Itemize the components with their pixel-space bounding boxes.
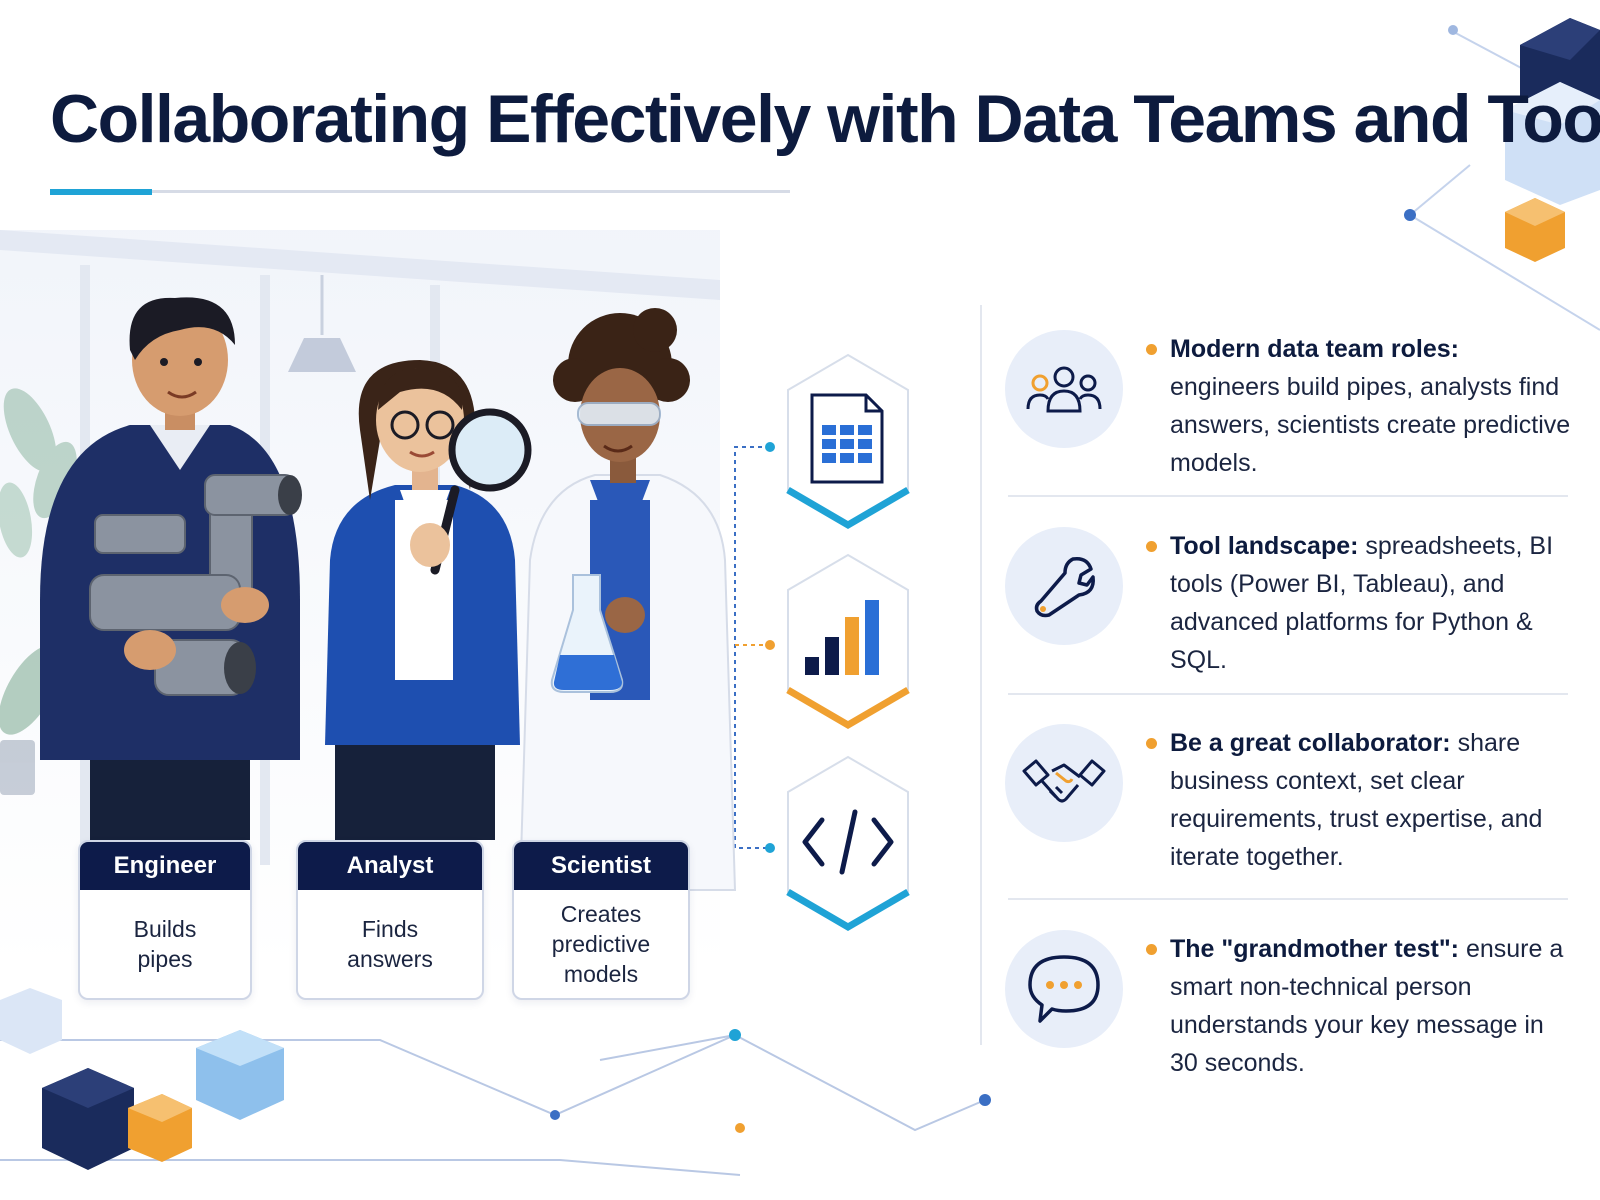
wrench-icon-badge <box>1005 527 1123 645</box>
point-body: engineers build pipes, analysts find ans… <box>1170 373 1571 477</box>
point-separator <box>1008 898 1568 900</box>
point-text: Modern data team roles: engineers build … <box>1146 330 1575 482</box>
role-name: Scientist <box>514 842 688 890</box>
analyst-figure <box>325 360 532 840</box>
point-text: The "grandmother test": ensure a smart n… <box>1146 930 1575 1082</box>
speech-bubble-icon <box>1028 955 1100 1023</box>
scientist-figure <box>518 308 737 891</box>
bullet-dot <box>1146 944 1157 955</box>
team-icon <box>1026 366 1102 413</box>
role-desc: Creates predictive models <box>551 901 651 987</box>
speech-bubble-icon-badge <box>1005 930 1123 1048</box>
handshake-icon-badge <box>1005 724 1123 842</box>
team-icon-badge <box>1005 330 1123 448</box>
engineer-figure <box>40 297 302 840</box>
page-title: Collaborating Effectively with Data Team… <box>50 81 1600 157</box>
floor-cubes <box>0 988 284 1170</box>
point-text: Be a great collaborator: share business … <box>1146 724 1575 876</box>
point-body: ensure a smart non-technical person unde… <box>1170 935 1564 1077</box>
role-card-scientist: Scientist Creates predictive models <box>512 840 690 1000</box>
bullet-dot <box>1146 738 1157 749</box>
role-desc: Builds pipes <box>133 916 197 972</box>
point-separator <box>1008 693 1568 695</box>
point-text: Tool landscape: spreadsheets, BI tools (… <box>1146 527 1575 679</box>
point-label: Tool landscape: <box>1170 532 1366 560</box>
point-separator <box>1008 495 1568 497</box>
bullet-dot <box>1146 344 1157 355</box>
title-underline <box>50 190 790 193</box>
point-body: share business context, set clear requir… <box>1170 729 1543 871</box>
role-card-engineer: Engineer Builds pipes <box>78 840 252 1000</box>
point-label: Be a great collaborator: <box>1170 729 1458 757</box>
handshake-icon <box>1022 759 1106 803</box>
bar-chart-icon <box>805 600 879 675</box>
role-card-analyst: Analyst Finds answers <box>296 840 484 1000</box>
spreadsheet-icon <box>810 393 884 484</box>
corner-cubes <box>1404 18 1600 331</box>
point-body: spreadsheets, BI tools (Power BI, Tablea… <box>1170 532 1554 674</box>
role-desc: Finds answers <box>347 916 433 972</box>
wrench-icon <box>1034 556 1095 618</box>
point-label: Modern data team roles: <box>1170 335 1459 363</box>
role-name: Engineer <box>80 842 250 890</box>
point-label: The "grandmother test": <box>1170 935 1466 963</box>
code-icon <box>802 809 894 875</box>
title-accent-bar <box>50 189 152 195</box>
bullet-dot <box>1146 541 1157 552</box>
role-name: Analyst <box>298 842 482 890</box>
column-divider <box>980 305 982 1045</box>
